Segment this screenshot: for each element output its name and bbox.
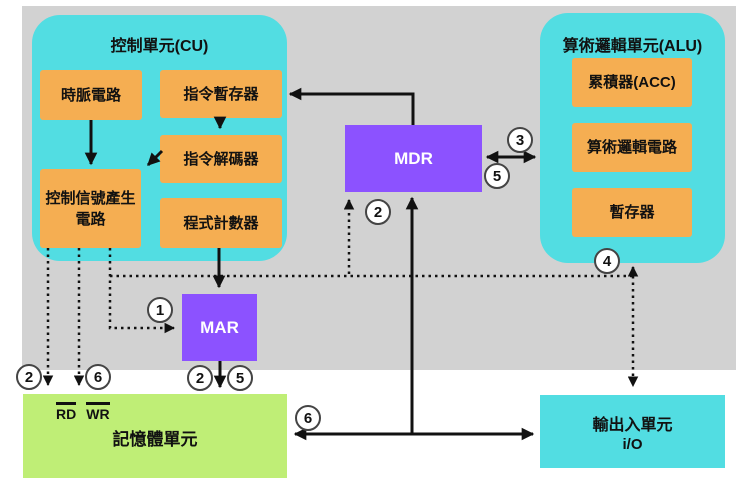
wr-signal-label: WR — [86, 402, 110, 423]
step-badge: 1 — [147, 297, 173, 323]
accumulator-box: 累積器(ACC) — [572, 58, 692, 107]
io-unit-label: 輸出入單元 — [592, 416, 673, 434]
memory-control-signals: RD WR — [56, 402, 110, 423]
arithmetic-logic-circuit-box: 算術邏輯電路 — [572, 123, 692, 172]
memory-unit: RD WR 記憶體單元 — [23, 394, 287, 478]
step-badge: 2 — [16, 364, 42, 390]
program-counter-box: 程式計數器 — [160, 198, 282, 248]
instruction-decoder-box: 指令解碼器 — [160, 135, 282, 183]
step-badge: 4 — [594, 248, 620, 274]
step-badge: 5 — [227, 365, 253, 391]
rd-signal-label: RD — [56, 402, 77, 423]
control-signal-generator-box: 控制信號產生電路 — [40, 169, 141, 248]
clock-circuit-box: 時脈電路 — [40, 70, 142, 120]
step-badge: 6 — [295, 405, 321, 431]
step-badge: 6 — [85, 364, 111, 390]
alu-register-box: 暫存器 — [572, 188, 692, 237]
io-unit-sublabel: i/O — [622, 435, 643, 453]
step-badge: 5 — [484, 163, 510, 189]
step-badge: 2 — [187, 365, 213, 391]
step-badge: 2 — [365, 199, 391, 225]
instruction-register-box: 指令暫存器 — [160, 70, 282, 118]
io-unit: 輸出入單元 i/O — [540, 395, 725, 468]
mdr-register: MDR — [345, 125, 482, 192]
step-badge: 3 — [507, 127, 533, 153]
mar-register: MAR — [182, 294, 257, 361]
control-unit-title: 控制單元(CU) — [110, 38, 209, 55]
memory-unit-label: 記憶體單元 — [112, 430, 198, 449]
alu-unit-title: 算術邏輯單元(ALU) — [562, 38, 703, 55]
